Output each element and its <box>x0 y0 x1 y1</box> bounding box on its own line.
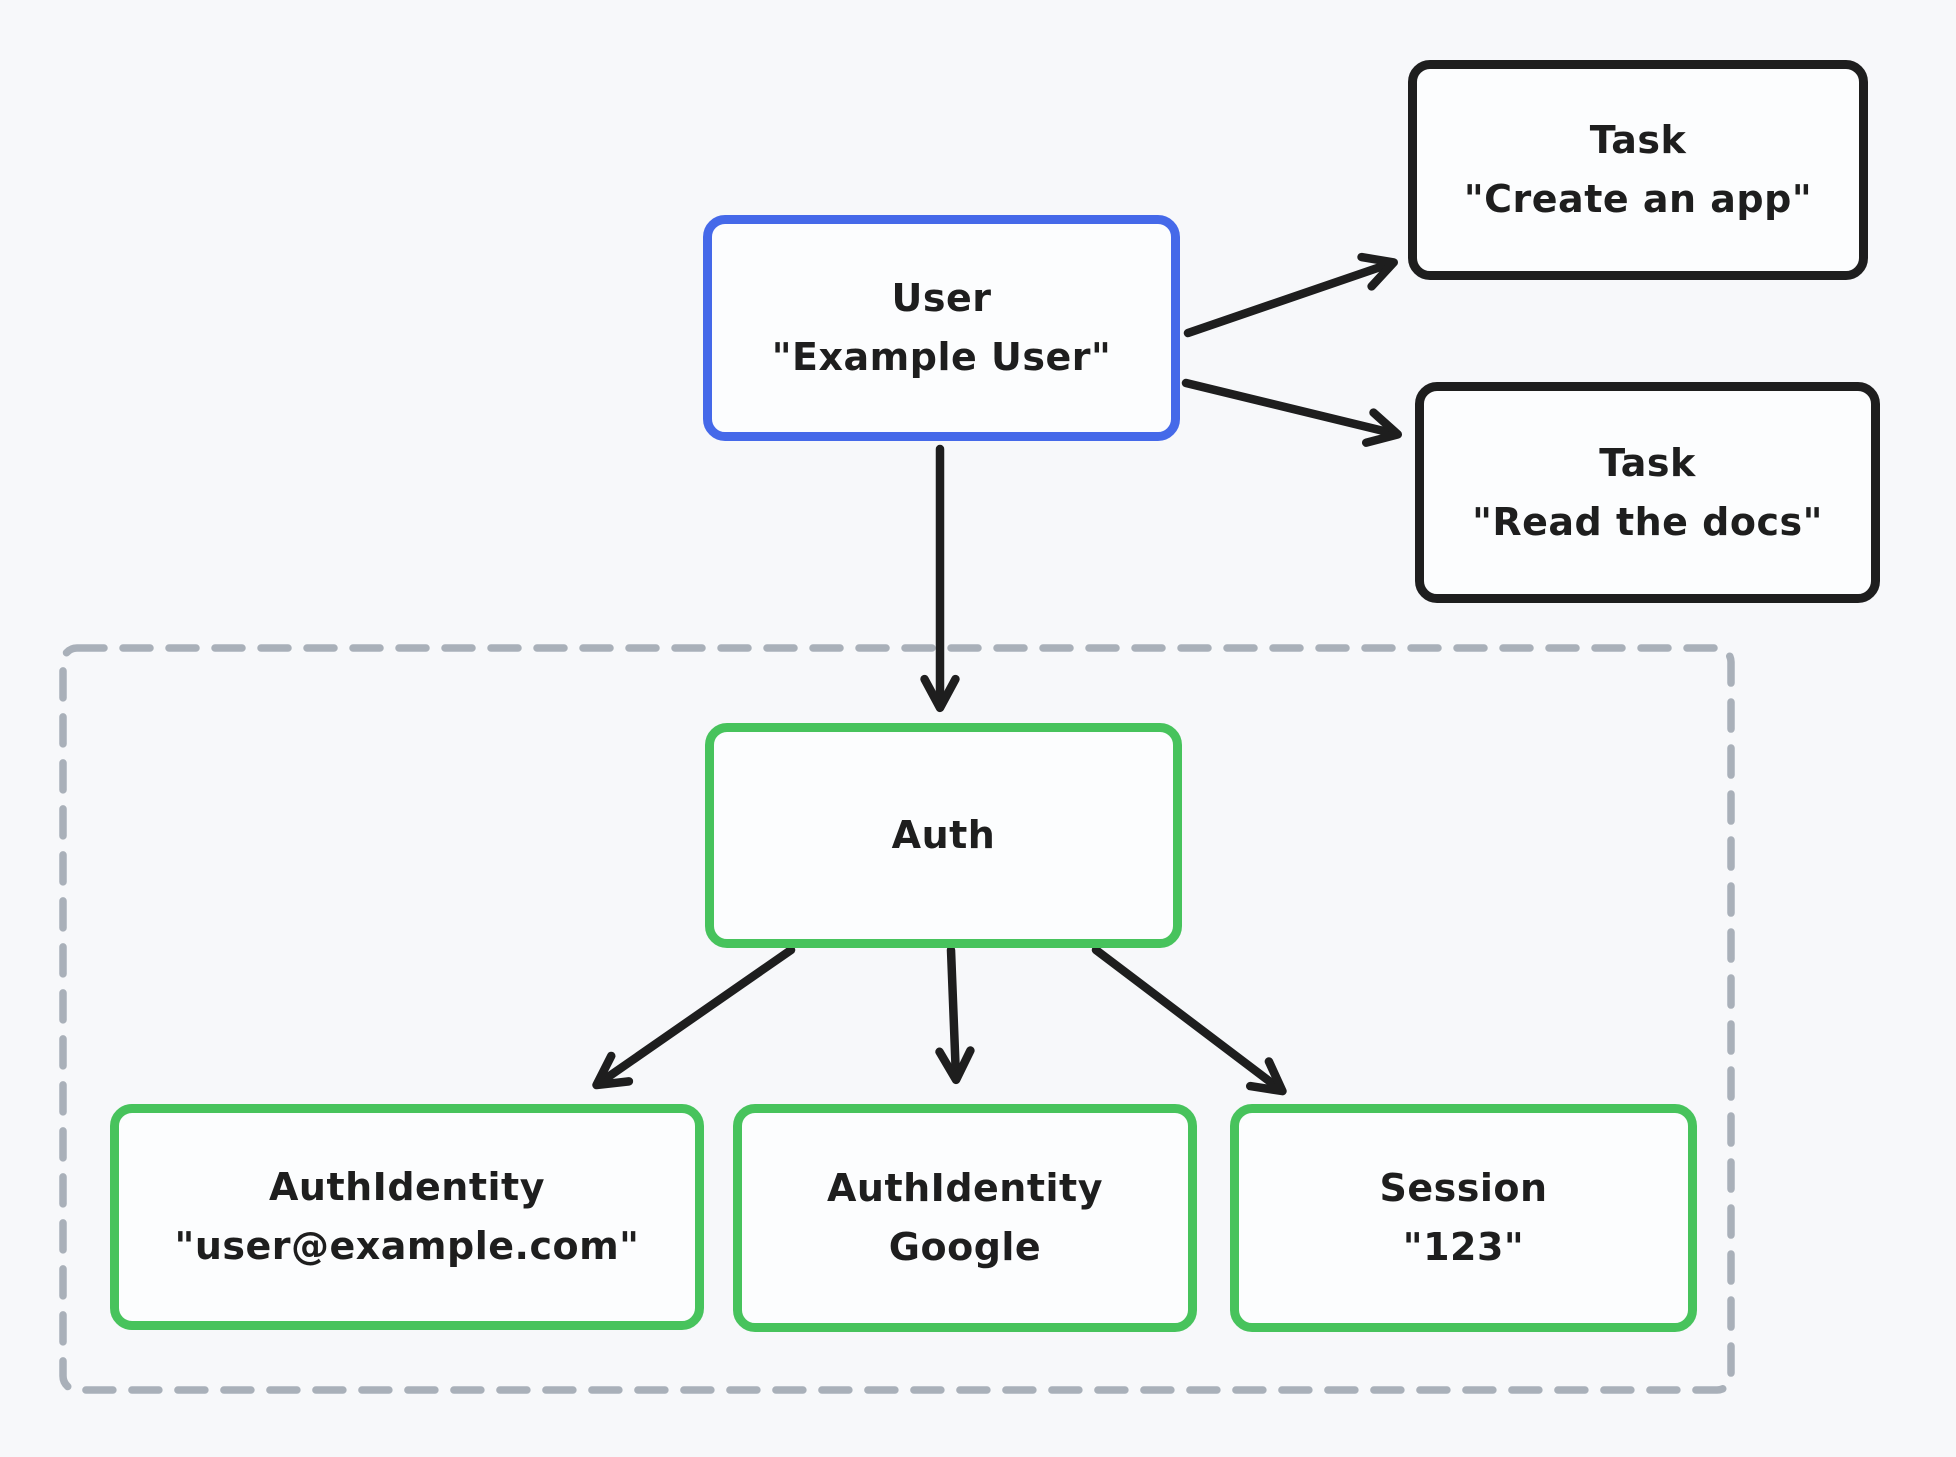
arrow-auth-to-session <box>1091 945 1287 1096</box>
node-session-type: Session <box>1379 1166 1548 1211</box>
node-authidentity-email-value: "user@example.com" <box>174 1224 640 1268</box>
node-session: Session "123" <box>1230 1104 1697 1332</box>
node-authidentity-google-type: AuthIdentity <box>827 1166 1103 1211</box>
node-user-value: "Example User" <box>771 335 1112 379</box>
node-task-create-an-app: Task "Create an app" <box>1408 60 1868 280</box>
node-authidentity-google: AuthIdentity Google <box>733 1104 1197 1332</box>
node-task-read-the-docs: Task "Read the docs" <box>1415 382 1880 603</box>
node-authidentity-email-type: AuthIdentity <box>269 1165 545 1210</box>
node-task-create-type: Task <box>1589 118 1687 163</box>
node-auth: Auth <box>705 723 1182 948</box>
node-auth-type: Auth <box>891 813 996 858</box>
arrow-user-to-task-create <box>1183 252 1398 338</box>
node-authidentity-email: AuthIdentity "user@example.com" <box>110 1104 704 1330</box>
node-user: User "Example User" <box>703 215 1180 441</box>
node-task-read-value: "Read the docs" <box>1472 499 1823 544</box>
node-task-create-value: "Create an app" <box>1463 177 1813 221</box>
node-authidentity-google-value: Google <box>888 1225 1042 1269</box>
node-task-read-type: Task <box>1599 440 1696 485</box>
arrow-auth-to-authidentity-email <box>592 945 796 1090</box>
arrow-user-to-task-read <box>1181 378 1403 447</box>
node-user-type: User <box>891 276 992 321</box>
node-session-value: "123" <box>1402 1225 1525 1269</box>
arrow-auth-to-authidentity-google <box>935 945 975 1085</box>
auth-group-dashed-border <box>59 644 1735 1394</box>
